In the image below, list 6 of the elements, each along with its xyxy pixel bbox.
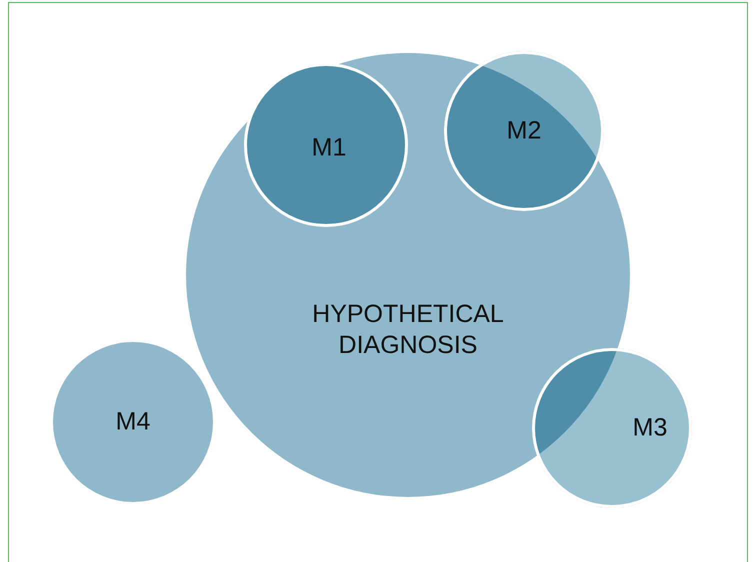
circle-label: M2	[506, 116, 542, 146]
venn-circle	[532, 348, 692, 508]
circle-label: HYPOTHETICAL DIAGNOSIS	[311, 299, 505, 361]
circle-label: M4	[114, 406, 152, 438]
circle-label: M1	[310, 132, 348, 164]
circle-label: M3	[632, 412, 668, 444]
